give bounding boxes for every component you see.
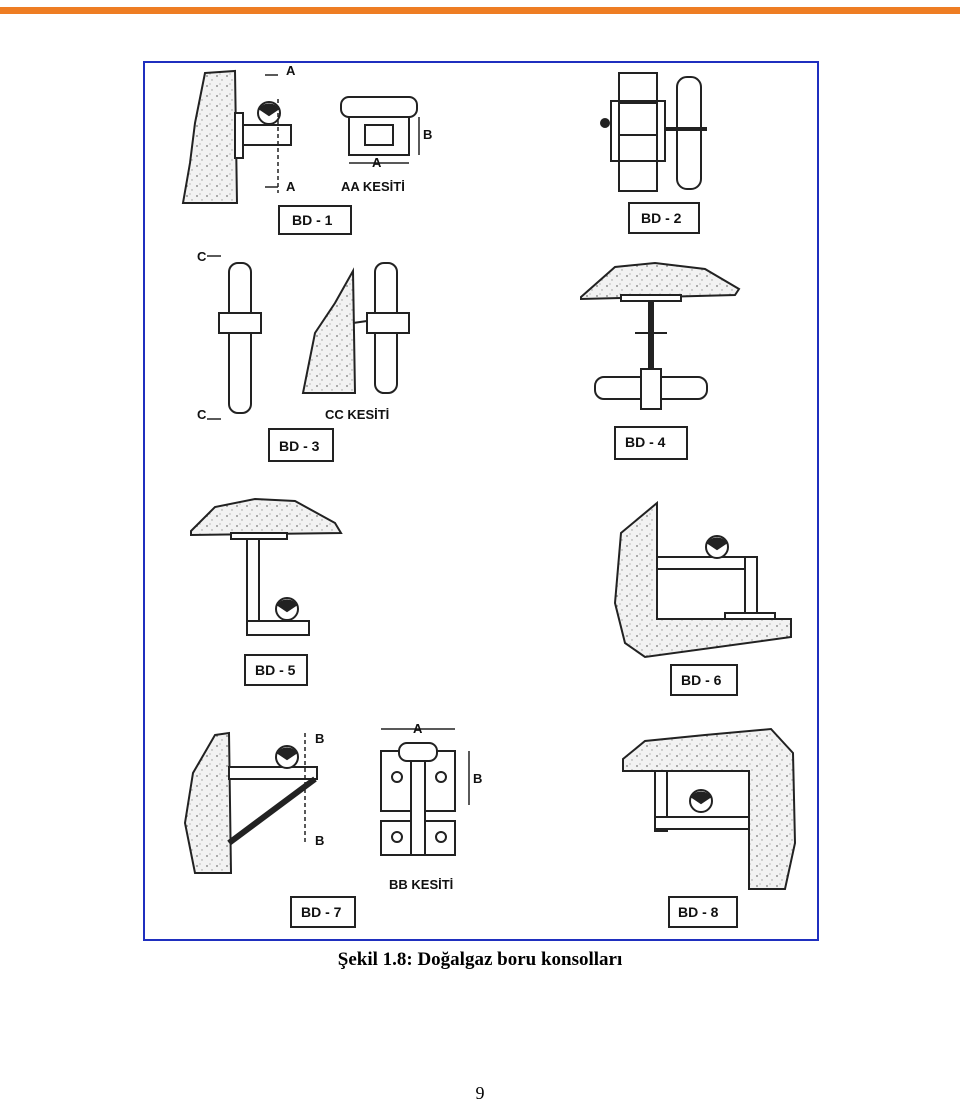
page-number: 9 [475, 1083, 485, 1103]
aa-dim-b: B [423, 127, 432, 142]
aa-dim-a: A [372, 155, 382, 170]
bd6-label: BD - 6 [681, 672, 722, 688]
bd8-label: BD - 8 [678, 904, 719, 920]
bd7-letter-bottom: B [315, 833, 324, 848]
bd8-drawing [622, 727, 797, 890]
top-accent-bar [0, 7, 960, 14]
bd3-letter-top: C [197, 249, 207, 264]
bd1-section-letter-bottom: A [286, 179, 296, 194]
bd2-drawing [600, 72, 707, 192]
bd4-label: BD - 4 [625, 434, 666, 450]
bd5-label: BD - 5 [255, 662, 296, 678]
bd3-letter-bottom: C [197, 407, 207, 422]
bd3-label: BD - 3 [279, 438, 320, 454]
bb-dim-b: B [473, 771, 482, 786]
figure-caption: Şekil 1.8: Doğalgaz boru konsolları [337, 949, 623, 970]
bb-dim-a: A [413, 721, 423, 736]
bd1-section-letter: A [286, 63, 296, 78]
bd5-drawing [190, 497, 343, 636]
bd2-label: BD - 2 [641, 210, 682, 226]
bb-section-label: BB KESİTİ [389, 877, 453, 892]
cc-section-label: CC KESİTİ [325, 407, 389, 422]
bd7-letter-top: B [315, 731, 324, 746]
aa-section-label: AA KESİTİ [341, 179, 405, 194]
bd1-label: BD - 1 [292, 212, 333, 228]
bd4-drawing [580, 261, 741, 410]
bd6-drawing [613, 500, 792, 659]
bd7-drawing [183, 728, 470, 874]
bd1-drawing [181, 69, 420, 204]
bd7-label: BD - 7 [301, 904, 342, 920]
figure-frame: A A A B AA KESİTİ BD - 1 BD - 2 [143, 61, 819, 941]
bd3-drawing [207, 255, 410, 420]
bracket-drawings: A A A B AA KESİTİ BD - 1 BD - 2 [181, 63, 797, 928]
